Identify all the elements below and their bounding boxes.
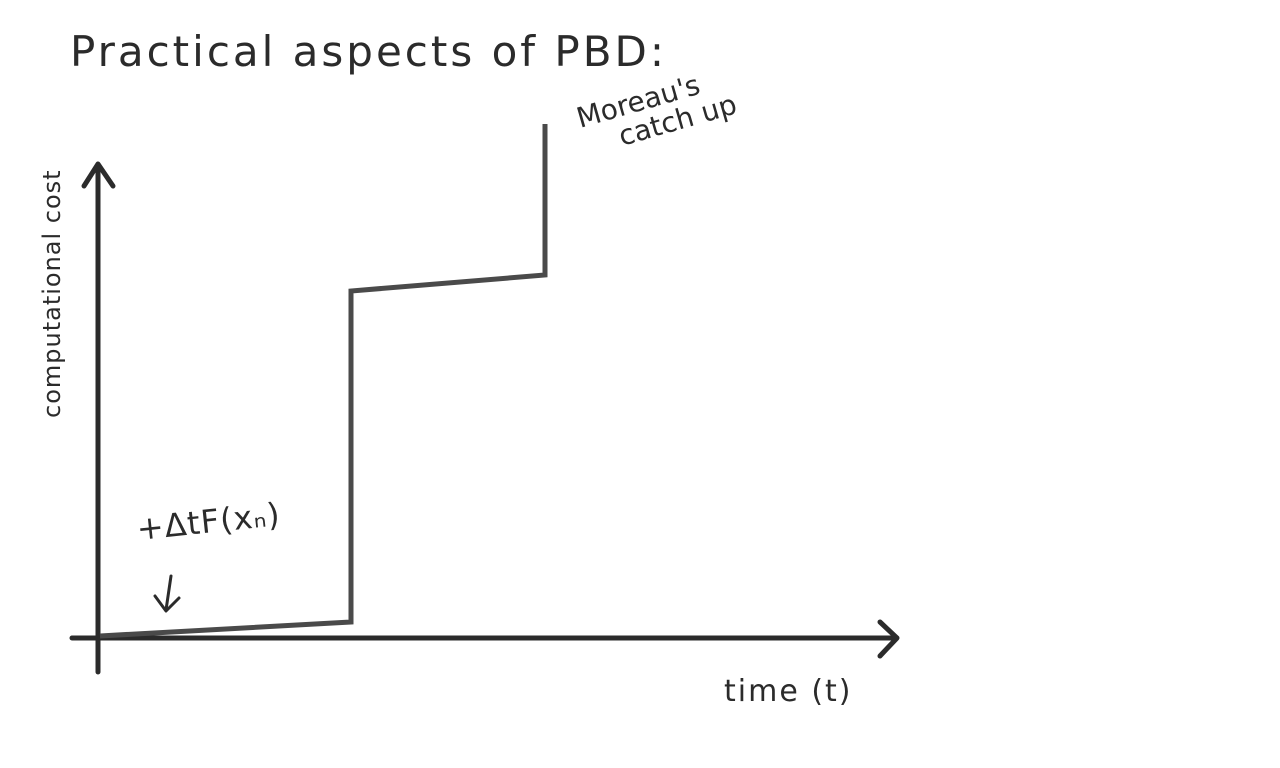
y-axis-label: computational cost — [38, 169, 66, 418]
cost-curve — [99, 124, 548, 639]
x-axis-arrowhead — [877, 619, 900, 659]
down-arrow-icon — [153, 574, 181, 613]
y-axis — [81, 161, 116, 675]
page-title: Practical aspects of PBD: — [70, 27, 667, 76]
x-axis-label: time (t) — [724, 674, 853, 709]
x-axis — [69, 619, 900, 659]
force-step-annotation: +ΔtF(xₙ) — [135, 495, 282, 548]
y-axis-arrowhead — [81, 161, 116, 189]
